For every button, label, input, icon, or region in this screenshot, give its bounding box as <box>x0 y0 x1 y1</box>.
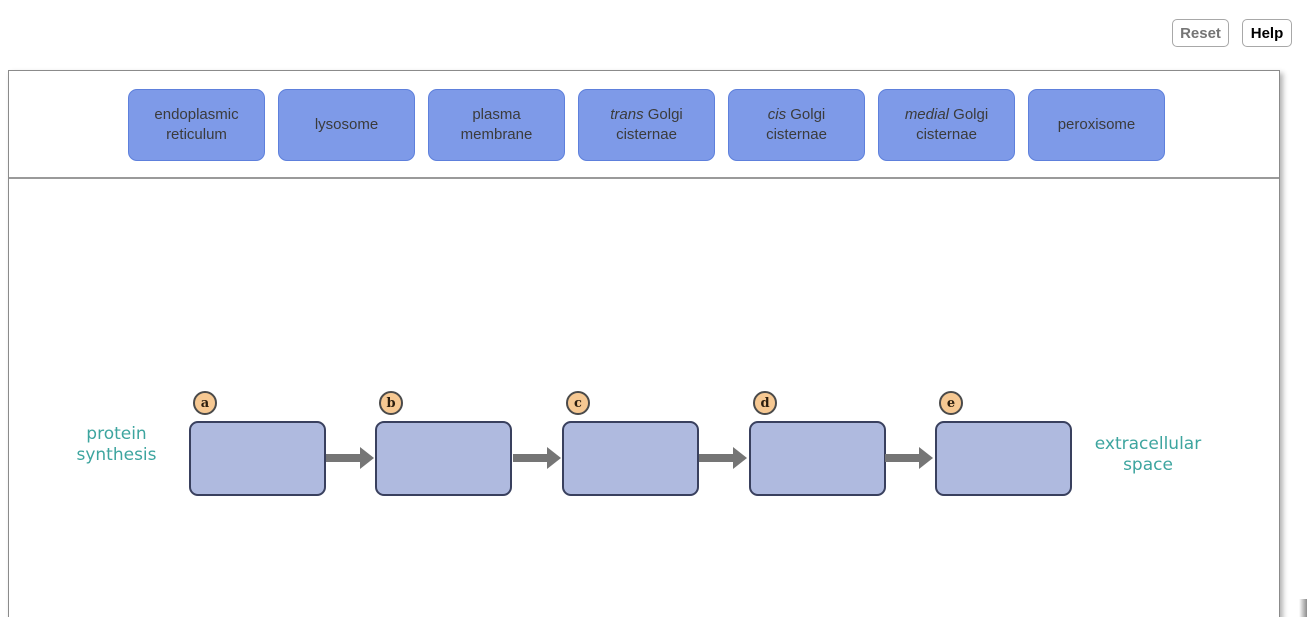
tile-label: peroxisome <box>1057 115 1136 133</box>
flow-arrow-icon <box>513 447 561 469</box>
tile-peroxisome[interactable]: peroxisome <box>1028 89 1165 161</box>
tile-label: trans Golgi cisternae <box>610 105 683 143</box>
help-button[interactable]: Help <box>1242 19 1292 47</box>
reset-button[interactable]: Reset <box>1172 19 1229 47</box>
drop-slot-e[interactable] <box>935 421 1072 496</box>
flow-arrow-icon <box>885 447 933 469</box>
flow-end-label: extracellular space <box>1094 434 1202 475</box>
slot-marker-c: c <box>566 391 590 415</box>
tile-lysosome[interactable]: lysosome <box>278 89 415 161</box>
slot-marker-b: b <box>379 391 403 415</box>
tile-trans-golgi-cisternae[interactable]: trans Golgi cisternae <box>578 89 715 161</box>
tile-label: lysosome <box>314 115 379 133</box>
drop-slot-a[interactable] <box>189 421 326 496</box>
flow-arrow-icon <box>699 447 747 469</box>
drop-slot-d[interactable] <box>749 421 886 496</box>
slot-marker-e: e <box>939 391 963 415</box>
tile-plasma-membrane[interactable]: plasma membrane <box>428 89 565 161</box>
page-edge-shadow <box>1299 599 1307 617</box>
flow-arrow-icon <box>326 447 374 469</box>
slot-marker-a: a <box>193 391 217 415</box>
slot-marker-d: d <box>753 391 777 415</box>
tile-endoplasmic-reticulum[interactable]: endoplasmic reticulum <box>128 89 265 161</box>
flow-start-label: protein synthesis <box>76 424 157 465</box>
drop-slot-b[interactable] <box>375 421 512 496</box>
tile-label: plasma membrane <box>460 105 533 143</box>
tile-label: endoplasmic reticulum <box>154 105 239 143</box>
word-bank: endoplasmic reticulum lysosome plasma me… <box>9 71 1279 179</box>
tile-cis-golgi-cisternae[interactable]: cis Golgi cisternae <box>728 89 865 161</box>
drop-slot-c[interactable] <box>562 421 699 496</box>
tile-medial-golgi-cisternae[interactable]: medial Golgi cisternae <box>878 89 1015 161</box>
exercise-panel: endoplasmic reticulum lysosome plasma me… <box>8 70 1280 617</box>
tile-label: medial Golgi cisternae <box>904 105 989 143</box>
tile-label: cis Golgi cisternae <box>766 105 827 143</box>
